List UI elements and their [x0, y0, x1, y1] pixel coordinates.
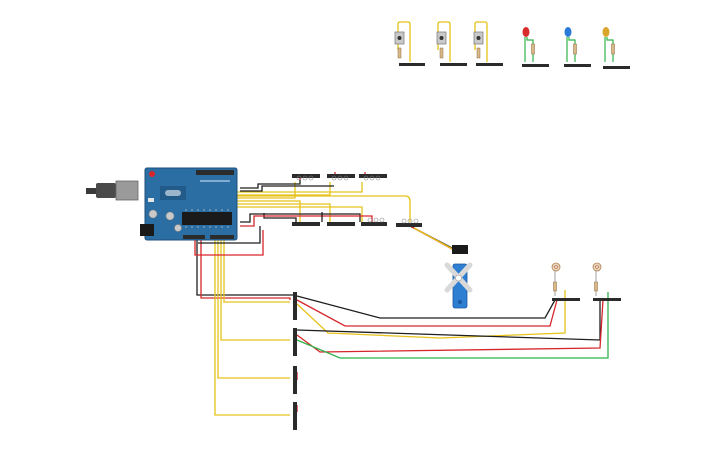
resistor-icon	[476, 47, 481, 59]
button-1-loop-wire[interactable]	[397, 21, 411, 62]
lower-header-strips	[293, 292, 297, 430]
led-icon[interactable]	[602, 27, 610, 37]
header-strip	[292, 222, 320, 226]
resistor-icon	[397, 47, 402, 59]
led-blue[interactable]	[564, 27, 591, 67]
header-strip	[593, 298, 621, 301]
push-button-1[interactable]	[394, 21, 425, 66]
power-header	[183, 235, 205, 239]
photoresistor-icon[interactable]	[592, 262, 602, 272]
resistor-icon	[594, 281, 598, 292]
push-button-3[interactable]	[473, 21, 503, 66]
arduino-uno[interactable]	[140, 167, 238, 241]
header-strip	[522, 64, 549, 67]
header-strip	[293, 292, 297, 320]
servo-connector	[452, 245, 468, 254]
analog-header	[210, 235, 234, 239]
resistor-icon	[531, 43, 535, 55]
reset-button-icon[interactable]	[149, 171, 155, 177]
led-yellow[interactable]	[602, 27, 631, 69]
photoresistor-1[interactable]	[551, 262, 580, 301]
header-strip	[361, 222, 387, 226]
microcontroller-chip-icon	[182, 212, 232, 225]
resistor-icon	[439, 47, 444, 59]
led-icon[interactable]	[564, 27, 572, 37]
top-component-row	[394, 21, 631, 69]
microcontroller-board-icon[interactable]	[144, 167, 238, 241]
button-3-loop-wire[interactable]	[474, 21, 488, 62]
header-strip	[399, 63, 425, 66]
resistor-icon	[553, 281, 557, 292]
resistor-icon	[611, 43, 615, 55]
photoresistor-2[interactable]	[592, 262, 621, 301]
header-strip	[293, 402, 297, 430]
button-2-loop-wire[interactable]	[437, 21, 451, 62]
digital-header	[196, 170, 234, 175]
wires[interactable]	[194, 172, 609, 416]
push-button-2[interactable]	[436, 21, 467, 66]
usb-cable-icon[interactable]	[86, 188, 96, 194]
header-strip	[293, 328, 297, 356]
led-icon[interactable]	[522, 27, 530, 37]
header-strip	[396, 223, 422, 227]
header-strip	[552, 298, 580, 301]
upper-header-strips	[292, 174, 422, 227]
header-strip	[476, 63, 503, 66]
led-red[interactable]	[522, 27, 549, 67]
photoresistor-icon[interactable]	[551, 262, 561, 272]
header-strip	[293, 366, 297, 394]
servo-motor[interactable]	[444, 245, 473, 309]
resistor-icon	[573, 43, 577, 55]
power-jack-icon	[140, 224, 154, 236]
header-strip	[440, 63, 467, 66]
usb-cable[interactable]	[86, 180, 139, 201]
header-strip	[564, 64, 591, 67]
header-strip	[327, 222, 355, 226]
header-strip	[603, 66, 630, 69]
